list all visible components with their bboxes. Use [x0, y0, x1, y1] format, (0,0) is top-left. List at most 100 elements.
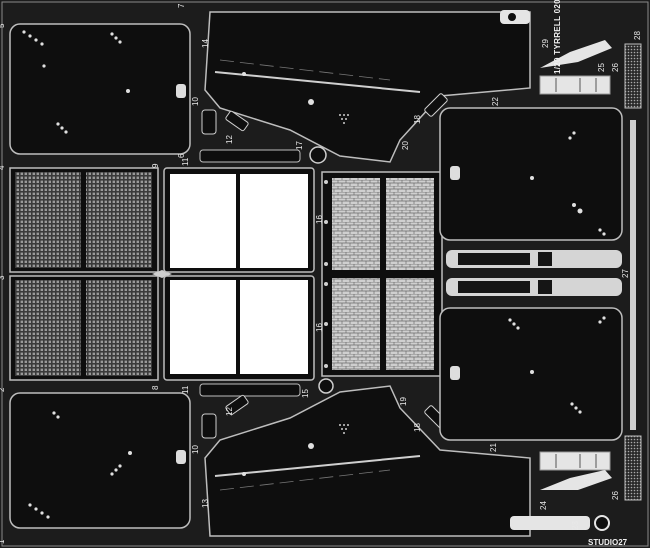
sidepod-lower-hole [308, 443, 314, 449]
tab-bottom-left [176, 450, 186, 464]
label-28: 28 [633, 31, 642, 40]
sidepod-lower-rivets [339, 424, 349, 434]
tab-right-lower [450, 366, 460, 380]
label-8: 8 [151, 385, 160, 390]
white-panel-2 [240, 174, 308, 268]
label-11-bottom: 11 [181, 385, 190, 394]
hook-24-top [540, 40, 612, 68]
bar-25-bottom [539, 451, 611, 471]
label-17: 17 [295, 141, 304, 150]
mesh-grille-lower-right [86, 280, 152, 376]
panel-right-lower-holes [508, 316, 606, 414]
label-18-top: 18 [413, 115, 422, 124]
tab-11-top [199, 149, 301, 163]
label-26-bottom: 26 [611, 491, 620, 500]
mesh-grille-upper-right [86, 172, 152, 268]
label-5: 5 [0, 23, 6, 28]
sidepod-lower-ridge [214, 455, 421, 477]
bar-25-top-lines [555, 78, 597, 92]
label-13: 13 [201, 499, 210, 508]
brick-panel-3 [332, 278, 380, 370]
label-6: 6 [177, 153, 186, 158]
white-panel-3 [170, 280, 236, 374]
label-19: 19 [399, 397, 408, 406]
bar-25-bottom-lines [555, 454, 597, 468]
panel-top-left-holes [22, 30, 130, 134]
label-27: 27 [621, 269, 630, 278]
hook-24-bottom [540, 470, 612, 490]
bracket-12-top [225, 110, 249, 132]
mesh-grille-lower-left [15, 280, 81, 376]
brick-panel-4 [386, 278, 434, 370]
label-24: 24 [539, 501, 548, 510]
vent-strip-upper [624, 43, 642, 109]
label-18-bottom: 18 [413, 423, 422, 432]
rail-28 [630, 120, 636, 430]
label-22: 22 [491, 97, 500, 106]
bar-25-top [539, 75, 611, 95]
ring-17 [309, 146, 327, 164]
label-25-bottom: 25 [583, 475, 592, 484]
slot-10-top [201, 109, 217, 135]
strap-upper-buckle [538, 252, 552, 266]
sidepod-upper-ridge2 [219, 59, 391, 81]
ring-23 [594, 515, 610, 531]
ring-29 [506, 11, 518, 23]
label-25-top: 25 [597, 63, 606, 72]
sidepod-upper-hole-small [242, 72, 246, 76]
panel-top-left [9, 23, 191, 155]
label-26-top: 26 [611, 63, 620, 72]
label-21: 21 [489, 443, 498, 452]
strap-lower-inner [458, 281, 530, 293]
sheet-title: 1/20 TYRRELL 020 [553, 0, 562, 74]
brick-panel-2 [386, 178, 434, 270]
brick-panel-1 [332, 178, 380, 270]
mesh-grille-upper-left [15, 172, 81, 268]
label-12-bottom: 12 [225, 407, 234, 416]
label-23: 23 [571, 521, 580, 530]
panel-right-upper-holes [530, 131, 606, 236]
label-11-top: 11 [181, 157, 190, 166]
label-29: 29 [541, 39, 550, 48]
strap-lower-buckle [538, 280, 552, 294]
tab-top-left [176, 84, 186, 98]
brick-panel-pins [324, 180, 328, 368]
white-panel-4 [240, 280, 308, 374]
vent-strip-lower [624, 435, 642, 501]
bracket-12-bottom [225, 394, 249, 416]
panel-bottom-left-holes [28, 411, 132, 519]
label-9: 9 [151, 163, 160, 168]
label-20: 20 [401, 141, 410, 150]
sidepod-upper-rivets [339, 114, 349, 124]
ring-15 [318, 378, 334, 394]
panel-right-lower [439, 307, 623, 441]
label-1: 1 [0, 539, 6, 544]
label-10-bottom: 10 [191, 445, 200, 454]
label-16-top: 16 [315, 215, 324, 224]
slot-10-bottom [201, 413, 217, 439]
bracket-18-top [424, 93, 448, 117]
sidepod-upper-ridge [214, 71, 421, 93]
strap-upper-inner [458, 253, 530, 265]
white-panel-1 [170, 174, 236, 268]
label-4: 4 [0, 165, 6, 170]
bar-23 [510, 516, 590, 530]
label-12-top: 12 [225, 135, 234, 144]
sidepod-upper-hole [308, 99, 314, 105]
brand-label: STUDIO27 [588, 538, 628, 547]
sidepod-lower-ridge2 [219, 469, 391, 491]
label-14: 14 [201, 39, 210, 48]
label-2: 2 [0, 387, 6, 392]
label-3: 3 [0, 275, 6, 280]
tab-11-bottom [199, 383, 301, 397]
label-7: 7 [177, 3, 186, 8]
panel-bottom-left [9, 392, 191, 529]
label-16-bottom: 16 [315, 323, 324, 332]
label-10-top: 10 [191, 97, 200, 106]
label-15: 15 [301, 389, 310, 398]
sidepod-lower-hole-small [242, 472, 246, 476]
tab-right-upper [450, 166, 460, 180]
panel-right-upper [439, 107, 623, 241]
